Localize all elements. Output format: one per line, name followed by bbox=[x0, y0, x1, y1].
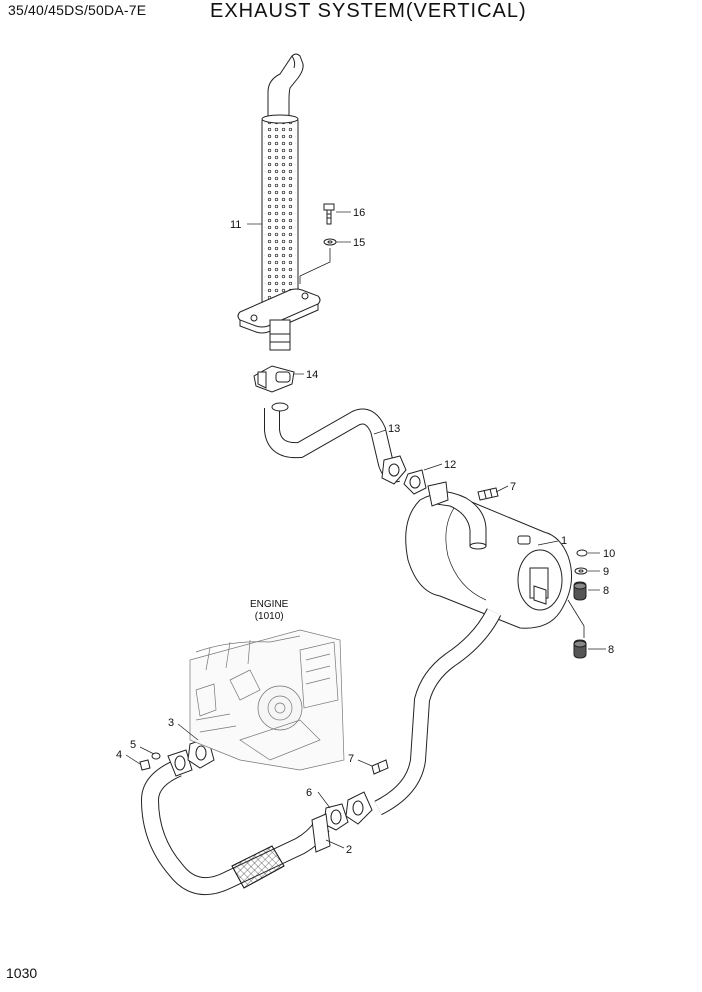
bolt-16 bbox=[323, 203, 335, 225]
muffler-1 bbox=[405, 481, 573, 629]
callout-9: 9 bbox=[603, 566, 609, 578]
washer-9 bbox=[574, 567, 588, 575]
callout-1: 1 bbox=[561, 535, 567, 547]
gasket-12 bbox=[403, 469, 427, 495]
pipe-13 bbox=[264, 402, 407, 485]
washer-15 bbox=[323, 238, 337, 246]
sensor-7-upper bbox=[477, 487, 499, 501]
callout-10: 10 bbox=[603, 548, 615, 560]
engine-label-text: ENGINE bbox=[250, 599, 289, 610]
front-pipe-2 bbox=[140, 749, 331, 896]
washer-5 bbox=[151, 752, 161, 760]
engine-ref-text: (1010) bbox=[254, 611, 284, 622]
page-number: 1030 bbox=[6, 965, 38, 981]
tail-pipe-stack bbox=[237, 53, 321, 351]
callout-7-lower: 7 bbox=[348, 753, 354, 765]
nut-4 bbox=[139, 759, 151, 771]
engine-sketch bbox=[189, 629, 345, 771]
sensor-7-lower bbox=[371, 759, 389, 775]
callout-8-lower: 8 bbox=[608, 644, 614, 656]
model-number: 35/40/45DS/50DA-7E bbox=[8, 2, 147, 18]
page-title: EXHAUST SYSTEM(VERTICAL) bbox=[210, 0, 527, 22]
clamp-14 bbox=[253, 365, 295, 393]
callout-14: 14 bbox=[306, 369, 318, 381]
callout-7-upper: 7 bbox=[510, 481, 516, 493]
callout-8-upper: 8 bbox=[603, 585, 609, 597]
callout-12: 12 bbox=[444, 459, 456, 471]
mount-8-lower bbox=[573, 639, 587, 659]
leader-lines bbox=[125, 211, 606, 849]
callout-16: 16 bbox=[353, 207, 365, 219]
pipe-lower-muffler bbox=[345, 608, 502, 825]
callout-5: 5 bbox=[130, 739, 136, 751]
callout-13: 13 bbox=[388, 423, 400, 435]
mount-8-upper bbox=[573, 581, 587, 601]
callout-3: 3 bbox=[168, 717, 174, 729]
callout-15: 15 bbox=[353, 237, 365, 249]
nut-10 bbox=[576, 549, 588, 557]
callout-11: 11 bbox=[230, 219, 241, 231]
callout-4: 4 bbox=[116, 749, 122, 761]
callout-6: 6 bbox=[306, 787, 312, 799]
engine-label: ENGINE (1010) bbox=[250, 599, 288, 623]
callout-2: 2 bbox=[346, 844, 352, 856]
